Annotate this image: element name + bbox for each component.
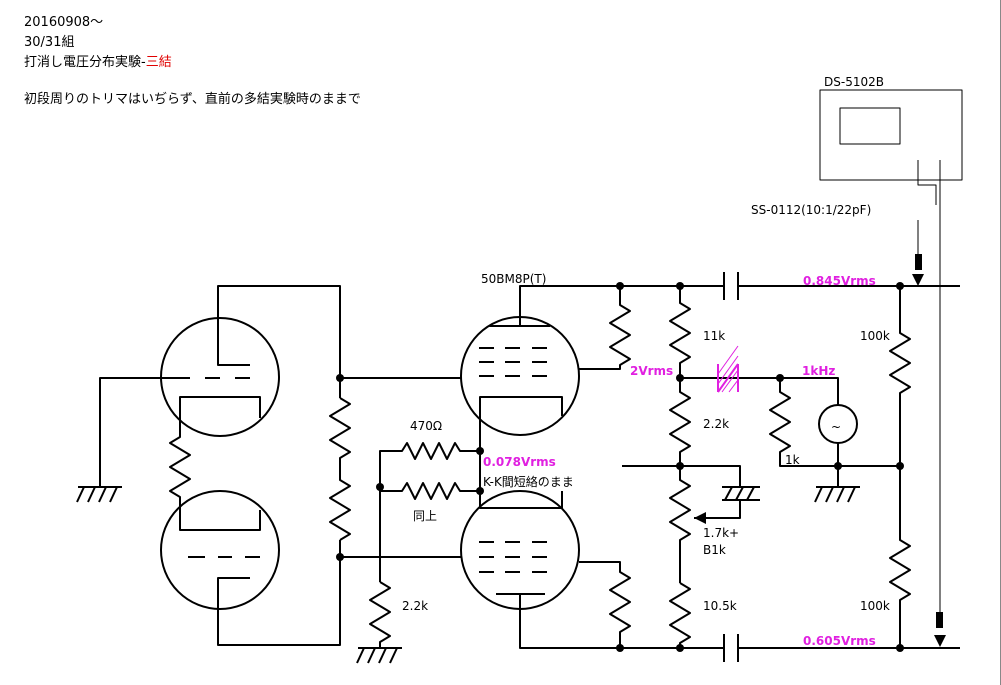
wire-bottom-bus xyxy=(519,609,900,649)
resistor-left-tubes xyxy=(169,420,191,511)
wire-trim-cap xyxy=(680,465,741,487)
rsame-label: 同上 xyxy=(413,509,437,523)
tube-right-lower xyxy=(460,490,580,610)
probe-cable xyxy=(917,160,937,205)
experiment-title: 打消し電圧分布実験‐三結 xyxy=(24,55,172,71)
node-screen-top xyxy=(616,282,624,290)
r470-label: 470Ω xyxy=(410,419,442,433)
experiment-label: 打消し電圧分布実験‐ xyxy=(24,55,146,70)
potentiometer xyxy=(669,466,691,583)
r10k5-label: 10.5k xyxy=(703,599,737,613)
resistor-10k5 xyxy=(669,582,691,648)
node-left-1 xyxy=(336,374,344,382)
set-text: 30/31組 xyxy=(24,35,75,50)
v-drive-label: 2Vrms xyxy=(630,364,673,378)
kk-note: K-K間短絡のまま xyxy=(483,474,574,489)
node-out-bottom xyxy=(896,644,904,652)
coupling-cap-top xyxy=(723,272,739,300)
r100k-bottom-label: 100k xyxy=(860,599,890,613)
probe2-tip xyxy=(936,612,943,628)
tube-left-upper xyxy=(160,317,280,437)
r1k-label: 1k xyxy=(785,453,800,467)
probe1-arrow xyxy=(912,274,924,286)
resistor-470 xyxy=(379,442,480,582)
wiper-arrow xyxy=(694,512,706,524)
resistor-screen-upper xyxy=(579,286,631,370)
v-bottom-label: 0.605Vrms xyxy=(803,634,876,648)
probe-label: SS-0112(10:1/22pF) xyxy=(751,203,871,217)
date-text: 20160908～ xyxy=(24,15,104,30)
node-divider-top xyxy=(676,282,684,290)
node-divider-mid xyxy=(676,462,684,470)
wire-grid-left xyxy=(99,377,176,487)
probe2-arrow xyxy=(934,635,946,647)
resistor-1k xyxy=(769,378,900,467)
node-left-2 xyxy=(336,553,344,561)
node-out-top xyxy=(896,282,904,290)
r2k2-label: 2.2k xyxy=(703,417,729,431)
coupling-cap-bottom xyxy=(723,634,739,662)
freq-label: 1kHz xyxy=(802,364,835,378)
ground-cathode xyxy=(356,647,402,664)
v-cathode-label: 0.078Vrms xyxy=(483,455,556,469)
rb1k-label: B1k xyxy=(703,543,726,557)
node-out-mid xyxy=(896,462,904,470)
resistor-divider-left xyxy=(329,397,351,541)
wire-pot-wiper xyxy=(694,500,741,519)
wire-gen-top xyxy=(780,377,839,405)
node-cathode-left xyxy=(376,483,384,491)
resistor-2k2-left xyxy=(369,581,391,648)
node-gen-bottom xyxy=(834,462,842,470)
resistor-screen-lower xyxy=(579,561,631,648)
r100k-top-label: 100k xyxy=(860,329,890,343)
tube-right-upper xyxy=(460,316,580,436)
tube-left-lower xyxy=(160,490,280,610)
note-text: 初段周りのトリマはいぢらず、直前の多結実験時のままで xyxy=(24,92,361,107)
wire-left-bottom xyxy=(217,540,341,646)
ground-left xyxy=(76,486,122,503)
probe1-tip xyxy=(915,254,922,270)
injection-capacitor xyxy=(717,345,739,393)
wire-top-bus xyxy=(519,285,900,317)
trimmer-capacitor xyxy=(722,486,760,501)
experiment-mode: 三結 xyxy=(145,55,172,70)
resistor-100k-top xyxy=(889,286,911,466)
tube-label: 50BM8P(T) xyxy=(481,272,546,286)
sine-symbol: ~ xyxy=(831,420,841,434)
resistor-11k xyxy=(669,286,691,378)
resistor-2k2 xyxy=(669,378,691,466)
node-divider-bottom xyxy=(676,644,684,652)
resistor-100k-bottom xyxy=(889,466,911,648)
oscilloscope-screen xyxy=(839,107,901,145)
r1k7-label: 1.7k+ xyxy=(703,526,739,540)
r2k2-left-label: 2.2k xyxy=(402,599,428,613)
ground-gen xyxy=(814,486,860,503)
scope-label: DS-5102B xyxy=(824,75,884,89)
resistor-same xyxy=(380,482,480,500)
r11k-label: 11k xyxy=(703,329,725,343)
v-top-label: 0.845Vrms xyxy=(803,274,876,288)
oscilloscope xyxy=(819,89,963,181)
node-screen-bottom xyxy=(616,644,624,652)
wire-left-top xyxy=(217,285,341,398)
